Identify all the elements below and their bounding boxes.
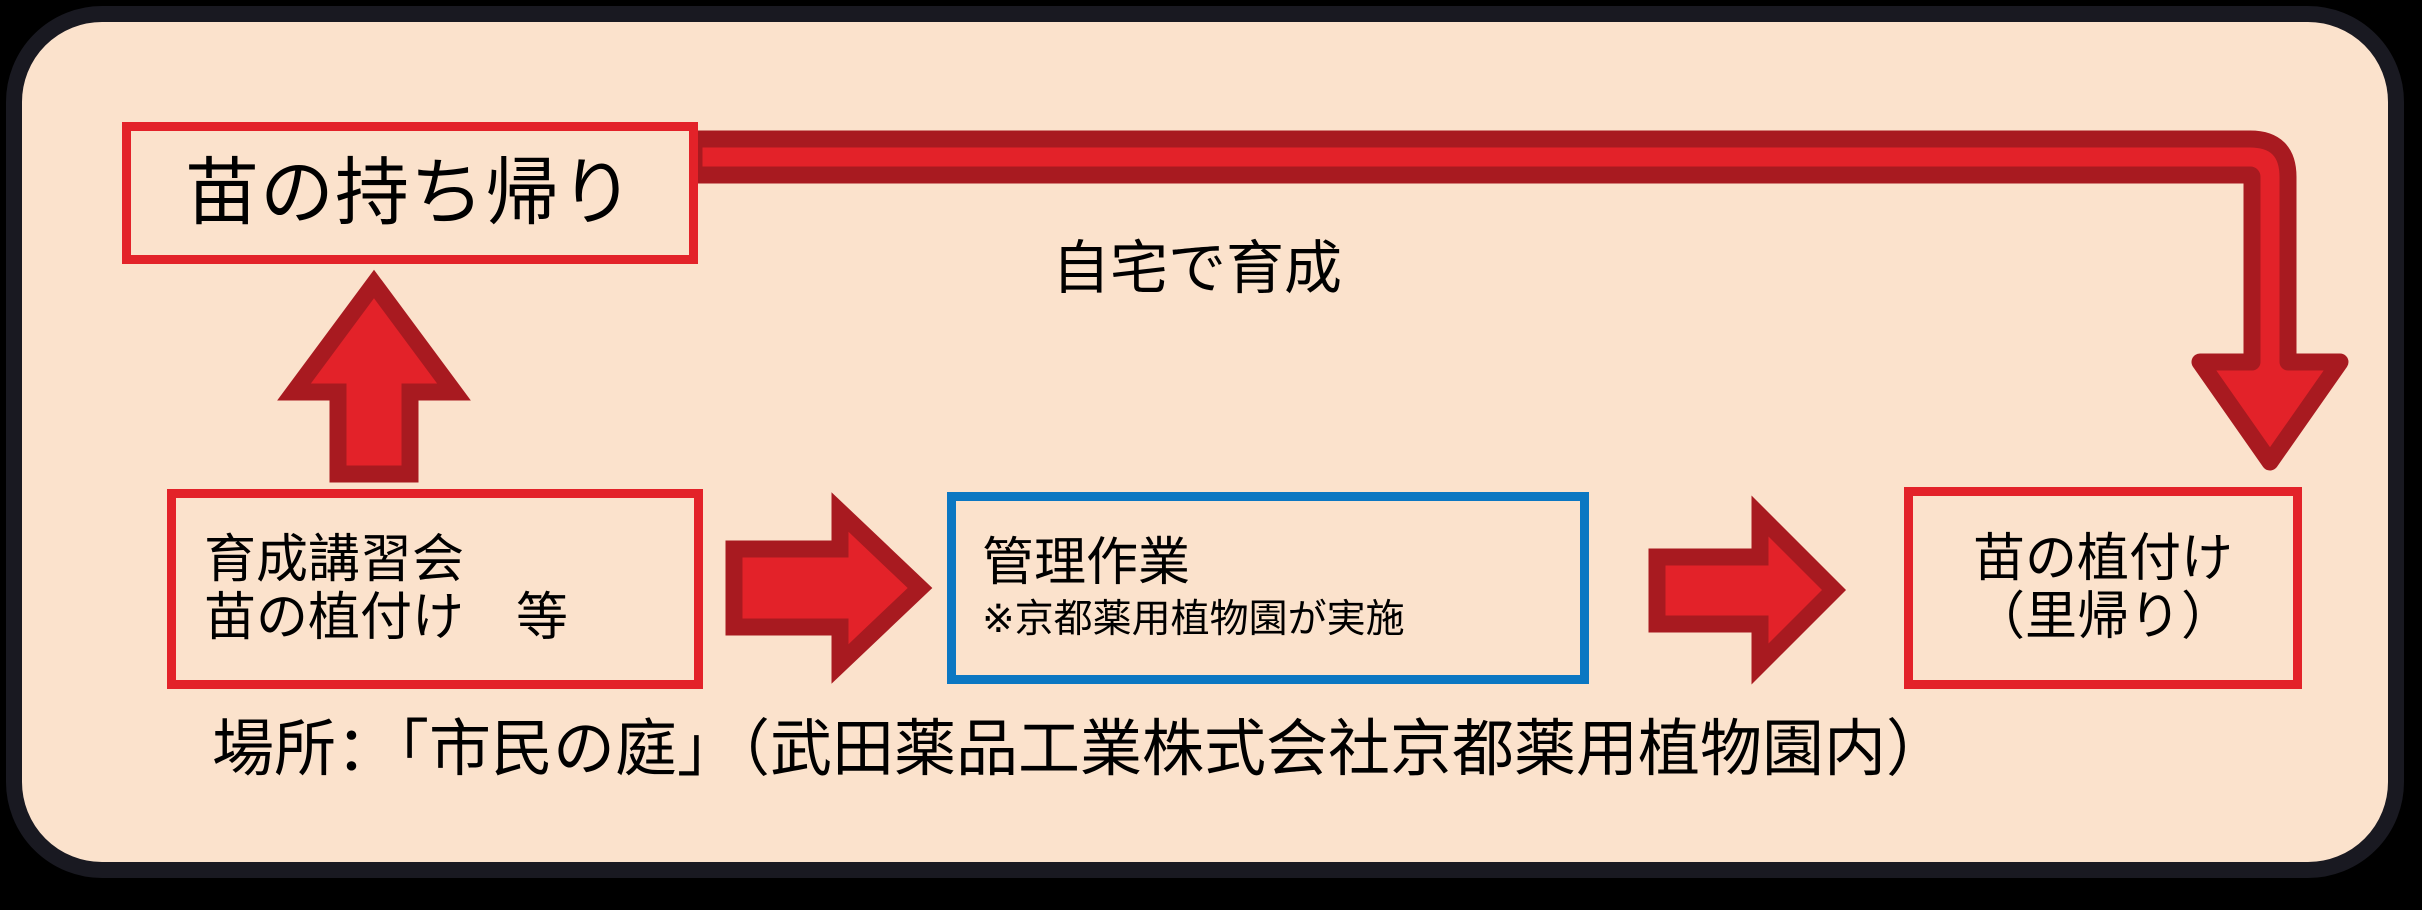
arrow-right-icon bbox=[725, 492, 933, 684]
box-take-home[interactable]: 苗の持ち帰り bbox=[122, 122, 698, 264]
box-planting[interactable]: 苗の植付け （里帰り） bbox=[1904, 487, 2302, 689]
box-workshop-line2: 苗の植付け 等 bbox=[204, 589, 569, 647]
label-home-grow: 自宅で育成 bbox=[1052, 236, 1343, 301]
arrow-elbow-down-icon bbox=[685, 130, 2349, 471]
flow-diagram: 苗の持ち帰り 育成講習会 苗の植付け 等 管理作業 ※京都薬用植物園が実施 苗の… bbox=[6, 6, 2404, 878]
arrow-up-icon bbox=[277, 269, 471, 483]
box-planting-line2: （里帰り） bbox=[1972, 588, 2233, 646]
label-location: 場所：「市民の庭」（武田薬品工業株式会社京都薬用植物園内） bbox=[212, 715, 1949, 784]
diagram-frame: 苗の持ち帰り 育成講習会 苗の植付け 等 管理作業 ※京都薬用植物園が実施 苗の… bbox=[6, 6, 2404, 878]
box-maintenance[interactable]: 管理作業 ※京都薬用植物園が実施 bbox=[947, 492, 1589, 684]
box-workshop-line1: 育成講習会 bbox=[204, 530, 465, 589]
box-take-home-label: 苗の持ち帰り bbox=[185, 150, 635, 234]
box-workshop[interactable]: 育成講習会 苗の植付け 等 bbox=[167, 489, 703, 689]
box-planting-line1: 苗の植付け bbox=[1972, 529, 2233, 588]
box-maintenance-title: 管理作業 bbox=[982, 534, 1191, 593]
box-maintenance-note: ※京都薬用植物園が実施 bbox=[982, 598, 1405, 642]
arrow-right-icon bbox=[1648, 495, 1847, 685]
